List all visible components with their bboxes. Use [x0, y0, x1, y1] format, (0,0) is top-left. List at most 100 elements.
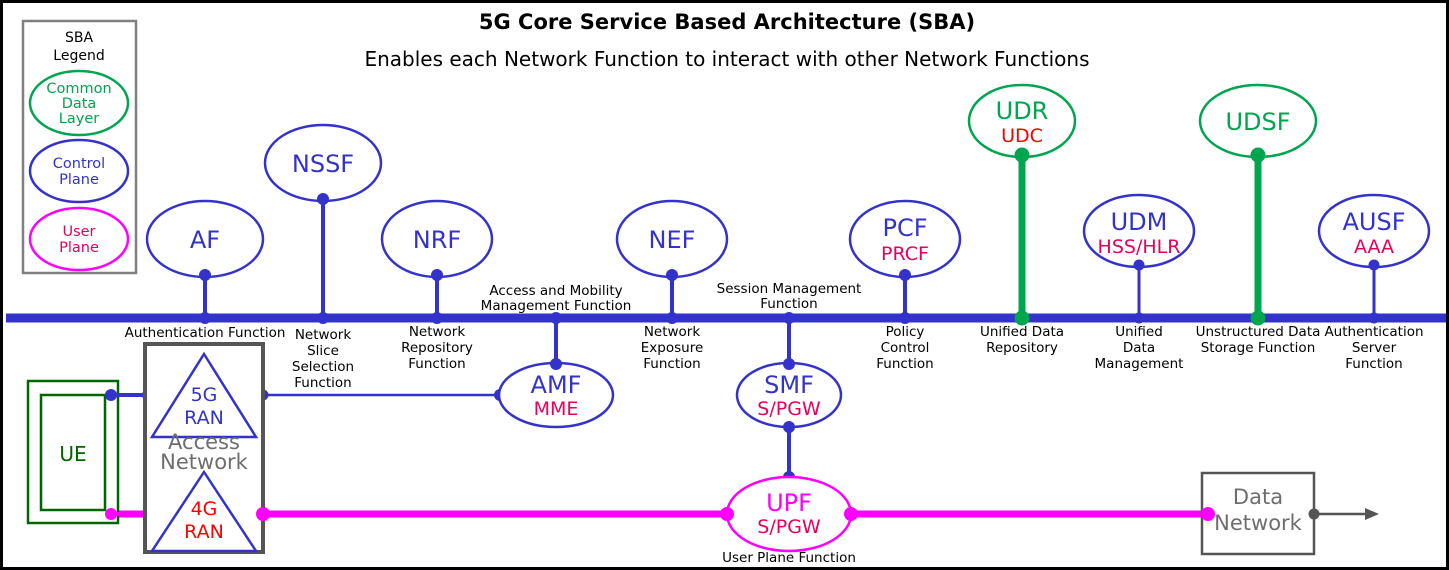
ran4g-triangle[interactable] — [149, 469, 259, 553]
ue-label: UE — [59, 442, 86, 466]
nf-udm-acronym: UDM — [1111, 208, 1168, 236]
ran4g-label-line2: RAN — [184, 521, 224, 543]
caption-pcf-line2: Control — [881, 340, 930, 356]
nf-pcf[interactable]: PCF PRCF — [848, 199, 962, 281]
nf-upf-legacy: S/PGW — [757, 516, 821, 538]
nf-udm-legacy: HSS/HLR — [1098, 236, 1181, 258]
data-network[interactable]: Data Network — [1200, 471, 1320, 556]
bus-dot-udm — [1133, 312, 1145, 324]
caption-af-line1: Authentication Function — [125, 325, 286, 341]
nf-stems — [203, 155, 1376, 477]
access-network-label-line2: Network — [160, 450, 249, 474]
caption-nrf-line2: Repository — [401, 340, 473, 356]
nf-pcf-legacy: PRCF — [881, 243, 929, 265]
nf-nef-anchor-dot — [666, 269, 678, 281]
nf-nef-acronym: NEF — [649, 226, 696, 254]
legend-ellipse-control-plane — [28, 138, 130, 204]
nf-ausf[interactable]: AUSF AAA — [1317, 193, 1431, 271]
nf-nssf[interactable]: NSSF — [263, 123, 383, 205]
bus-dot-nrf — [431, 312, 443, 324]
nf-upf[interactable]: UPF S/PGW — [720, 475, 858, 553]
ran4g-label-line1: 4G — [191, 498, 218, 520]
ran5g-triangle[interactable] — [149, 351, 259, 439]
bus-dot-nef — [666, 312, 678, 324]
legend-label-common-data-layer-2: Data — [62, 96, 97, 112]
nf-nef[interactable]: NEF — [615, 199, 729, 281]
bus-dot-ausf — [1368, 312, 1380, 324]
access-network[interactable]: 5G RAN Access Network 4G RAN — [143, 342, 265, 554]
nf-ausf-acronym: AUSF — [1342, 208, 1405, 236]
caption-ausf-line1: Authentication — [1324, 324, 1423, 340]
nf-af[interactable]: AF — [145, 199, 265, 281]
legend-ellipse-common-data-layer — [28, 69, 130, 137]
caption-ausf-line2: Server — [1352, 340, 1397, 356]
data-network-label-line2: Network — [1214, 511, 1303, 535]
legend-label-common-data-layer-3: Layer — [59, 111, 99, 127]
bus-dot-pcf — [899, 312, 911, 324]
caption-udsf-line2: Storage Function — [1201, 340, 1316, 356]
bus-connection-dots — [199, 310, 1380, 326]
nf-nrf-anchor-dot — [431, 269, 443, 281]
nf-smf[interactable]: SMF S/PGW — [735, 358, 843, 433]
legend-ellipse-user-plane — [28, 206, 130, 272]
nf-udr-anchor-dot — [1014, 147, 1030, 163]
data-network-anchor-dot-left — [1201, 507, 1215, 521]
caption-upf-line1: User Plane Function — [722, 550, 856, 566]
bus-dot-nssf — [317, 312, 329, 324]
ran5g-label-line2: RAN — [184, 407, 224, 429]
nf-amf-anchor-dot — [550, 358, 562, 370]
legend-label-control-plane-1: Control — [53, 156, 105, 172]
caption-amf-line1: Access and Mobility — [489, 283, 622, 299]
legend-title-line1: SBA — [65, 30, 93, 46]
nf-udsf[interactable]: UDSF — [1198, 83, 1318, 163]
caption-smf-line2: Function — [760, 296, 817, 312]
external-arrow — [1314, 508, 1379, 520]
caption-udr-line2: Repository — [986, 340, 1058, 356]
bus-dot-amf — [550, 312, 562, 324]
legend-title-line2: Legend — [53, 48, 104, 64]
bus-dot-udr — [1014, 310, 1030, 326]
nf-af-anchor-dot — [199, 269, 211, 281]
nf-nssf-acronym: NSSF — [292, 150, 354, 178]
nf-upf-anchor-dot-left — [720, 507, 734, 521]
page-title: 5G Core Service Based Architecture (SBA) — [479, 10, 975, 34]
caption-nssf-line1: Network — [295, 327, 352, 343]
nf-amf[interactable]: AMF MME — [497, 358, 615, 429]
caption-nrf-line1: Network — [409, 324, 466, 340]
link-dot-ue-5gran-left — [105, 389, 117, 401]
ue-device[interactable]: UE — [26, 379, 120, 525]
caption-udm-line3: Management — [1095, 356, 1184, 372]
ran5g-label-line1: 5G — [191, 384, 218, 406]
legend-label-control-plane-2: Plane — [59, 172, 99, 188]
nf-udm-anchor-dot — [1133, 259, 1145, 271]
caption-pcf-line1: Policy — [886, 324, 925, 340]
nf-smf-anchor-dot-top — [783, 358, 795, 370]
caption-nssf-line4: Function — [294, 375, 351, 391]
access-network-label-line1: Access — [168, 430, 240, 454]
caption-pcf-line3: Function — [876, 356, 933, 372]
external-arrow-head-icon — [1365, 508, 1379, 520]
legend-label-common-data-layer-1: Common — [46, 81, 111, 97]
nf-nrf[interactable]: NRF — [380, 199, 494, 281]
nf-udsf-anchor-dot — [1250, 147, 1266, 163]
caption-nef-line3: Function — [643, 356, 700, 372]
nf-amf-acronym: AMF — [531, 371, 582, 399]
nf-upf-anchor-dot-right — [844, 507, 858, 521]
caption-udm-line2: Data — [1123, 340, 1155, 356]
caption-udsf-line1: Unstructured Data — [1196, 324, 1321, 340]
nf-amf-legacy: MME — [534, 398, 579, 420]
nf-smf-anchor-dot-bottom — [783, 421, 795, 433]
link-dot-4gran-upf — [256, 507, 270, 521]
caption-nssf-line2: Slice — [307, 343, 339, 359]
caption-udm-line1: Unified — [1115, 324, 1163, 340]
caption-nef-line1: Network — [644, 324, 701, 340]
ue-inner-box — [39, 393, 107, 512]
nf-udr[interactable]: UDR UDC — [967, 83, 1077, 163]
nf-udr-legacy: UDC — [1001, 125, 1043, 147]
bus-dot-udsf — [1250, 310, 1266, 326]
caption-smf-line1: Session Management — [717, 281, 862, 297]
link-dot-ue-4gran-left — [105, 508, 117, 520]
nf-udm[interactable]: UDM HSS/HLR — [1082, 193, 1196, 271]
caption-nrf-line3: Function — [408, 356, 465, 372]
bus-dot-af — [199, 312, 211, 324]
